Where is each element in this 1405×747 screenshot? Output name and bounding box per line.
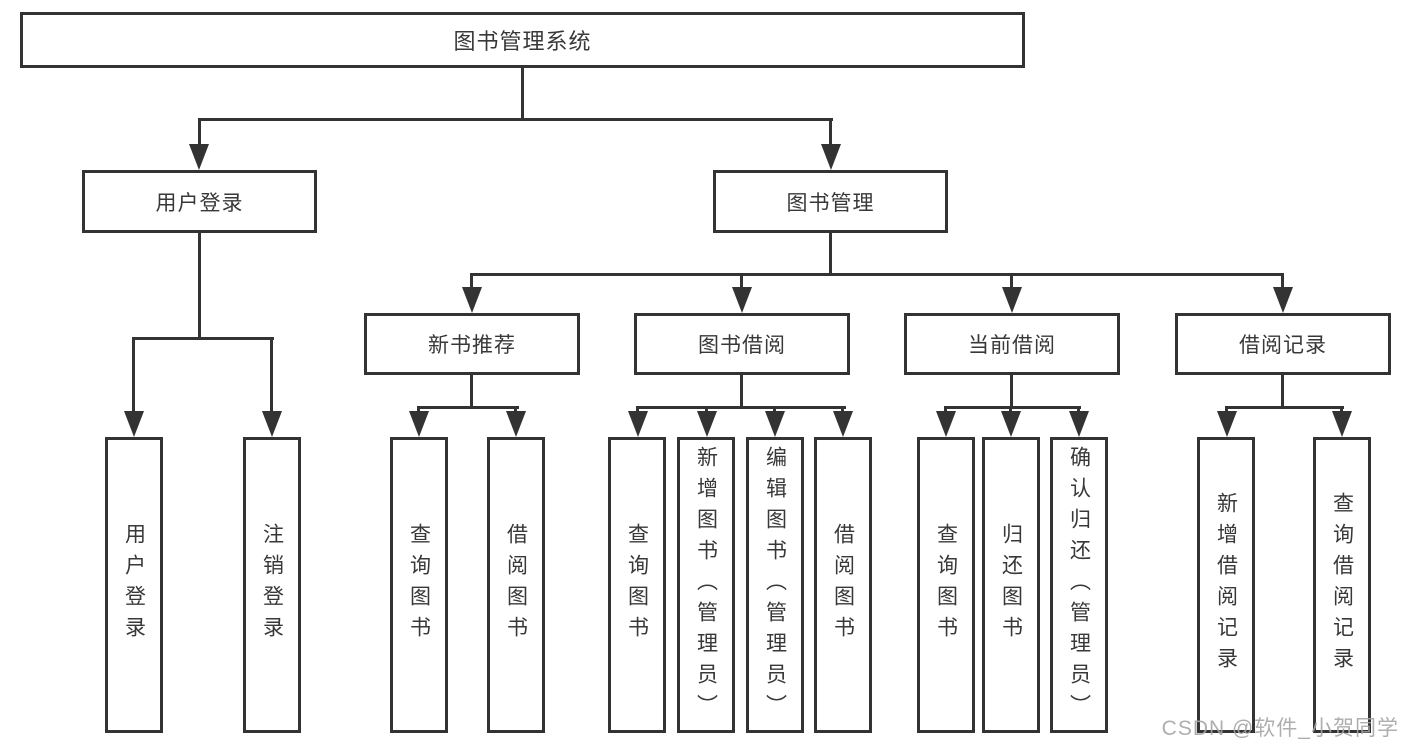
node-label: 查询图书 xyxy=(625,523,649,647)
arrow-down-icon xyxy=(765,411,785,437)
node-book-borrowing: 图书借阅 xyxy=(634,313,850,375)
arrow-down-icon xyxy=(409,411,429,437)
node-label: 查询借阅记录 xyxy=(1330,492,1354,678)
leaf-borrow-books-recommend: 借阅图书 xyxy=(487,437,545,733)
leaf-confirm-return-admin: 确认归还（管理员） xyxy=(1050,437,1108,733)
node-label: 图书管理 xyxy=(786,191,875,215)
leaf-add-book-admin: 新增图书（管理员） xyxy=(677,437,735,733)
leaf-user-login: 用户登录 xyxy=(105,437,163,733)
connector-hline xyxy=(133,337,274,340)
connector-vline xyxy=(829,233,832,276)
node-library-management-system: 图书管理系统 xyxy=(20,12,1025,68)
node-label: 图书管理系统 xyxy=(453,29,592,54)
node-current-borrowing: 当前借阅 xyxy=(904,313,1120,375)
node-label: 新增借阅记录 xyxy=(1214,492,1238,678)
connector-vline xyxy=(198,233,201,340)
connector-hline xyxy=(198,118,833,121)
connector-hline xyxy=(636,406,846,409)
leaf-query-borrow-record: 查询借阅记录 xyxy=(1313,437,1371,733)
connector-vline xyxy=(417,406,420,414)
node-label: 编辑图书（管理员） xyxy=(763,445,787,725)
node-label: 新增图书（管理员） xyxy=(694,445,718,725)
node-label: 查询图书 xyxy=(407,523,431,647)
connector-vline xyxy=(198,118,201,148)
connector-vline xyxy=(1010,273,1013,289)
leaf-return-books: 归还图书 xyxy=(982,437,1040,733)
node-label: 新书推荐 xyxy=(428,334,516,357)
connector-vline xyxy=(740,375,743,409)
connector-vline xyxy=(829,118,832,148)
node-borrowing-records: 借阅记录 xyxy=(1175,313,1391,375)
leaf-query-books-current: 查询图书 xyxy=(917,437,975,733)
arrow-down-icon xyxy=(833,411,853,437)
node-label: 当前借阅 xyxy=(968,334,1056,357)
connector-vline xyxy=(521,68,524,121)
arrow-down-icon xyxy=(936,411,956,437)
node-label: 借阅图书 xyxy=(504,523,528,647)
arrow-down-icon xyxy=(462,287,482,313)
arrow-down-icon xyxy=(506,411,526,437)
connector-vline xyxy=(773,406,776,414)
arrow-down-icon xyxy=(1217,411,1237,437)
connector-vline xyxy=(514,406,517,414)
node-label: 查询图书 xyxy=(934,523,958,647)
leaf-query-books-borrowing: 查询图书 xyxy=(608,437,666,733)
connector-vline xyxy=(705,406,708,414)
node-label: 图书借阅 xyxy=(698,334,786,357)
arrow-down-icon xyxy=(1273,287,1293,313)
node-new-book-recommendation: 新书推荐 xyxy=(364,313,580,375)
node-label: 借阅图书 xyxy=(831,523,855,647)
leaf-logout: 注销登录 xyxy=(243,437,301,733)
connector-hline xyxy=(1225,406,1344,409)
arrow-down-icon xyxy=(189,144,209,170)
node-label: 确认归还（管理员） xyxy=(1067,445,1091,725)
leaf-query-books-recommend: 查询图书 xyxy=(390,437,448,733)
arrow-down-icon xyxy=(697,411,717,437)
arrow-down-icon xyxy=(821,144,841,170)
node-label: 注销登录 xyxy=(260,523,284,647)
arrow-down-icon xyxy=(262,411,282,437)
node-label: 用户登录 xyxy=(122,523,146,647)
node-label: 借阅记录 xyxy=(1239,334,1327,357)
leaf-add-borrow-record: 新增借阅记录 xyxy=(1197,437,1255,733)
connector-vline xyxy=(1281,273,1284,289)
connector-vline xyxy=(132,337,135,415)
arrow-down-icon xyxy=(1001,411,1021,437)
connector-vline xyxy=(1281,375,1284,409)
connector-vline xyxy=(944,406,947,414)
watermark: CSDN @软件_小贺同学 xyxy=(1161,717,1399,740)
connector-vline xyxy=(270,337,273,415)
connector-vline xyxy=(636,406,639,414)
connector-vline xyxy=(470,375,473,409)
connector-hline xyxy=(418,406,519,409)
connector-hline xyxy=(944,406,1081,409)
leaf-borrow-books: 借阅图书 xyxy=(814,437,872,733)
arrow-down-icon xyxy=(1332,411,1352,437)
node-user-login: 用户登录 xyxy=(82,170,317,233)
connector-vline xyxy=(1010,375,1013,409)
arrow-down-icon xyxy=(1069,411,1089,437)
connector-vline xyxy=(1077,406,1080,414)
connector-vline xyxy=(1225,406,1228,414)
arrow-down-icon xyxy=(1002,287,1022,313)
connector-vline xyxy=(1009,406,1012,414)
node-book-management: 图书管理 xyxy=(713,170,948,233)
arrow-down-icon xyxy=(628,411,648,437)
node-label: 用户登录 xyxy=(155,191,244,215)
connector-vline xyxy=(1340,406,1343,414)
connector-vline xyxy=(740,273,743,289)
arrow-down-icon xyxy=(124,411,144,437)
arrow-down-icon xyxy=(732,287,752,313)
connector-vline xyxy=(841,406,844,414)
connector-hline xyxy=(471,273,1284,276)
node-label: 归还图书 xyxy=(999,523,1023,647)
connector-vline xyxy=(470,273,473,289)
leaf-edit-book-admin: 编辑图书（管理员） xyxy=(746,437,804,733)
